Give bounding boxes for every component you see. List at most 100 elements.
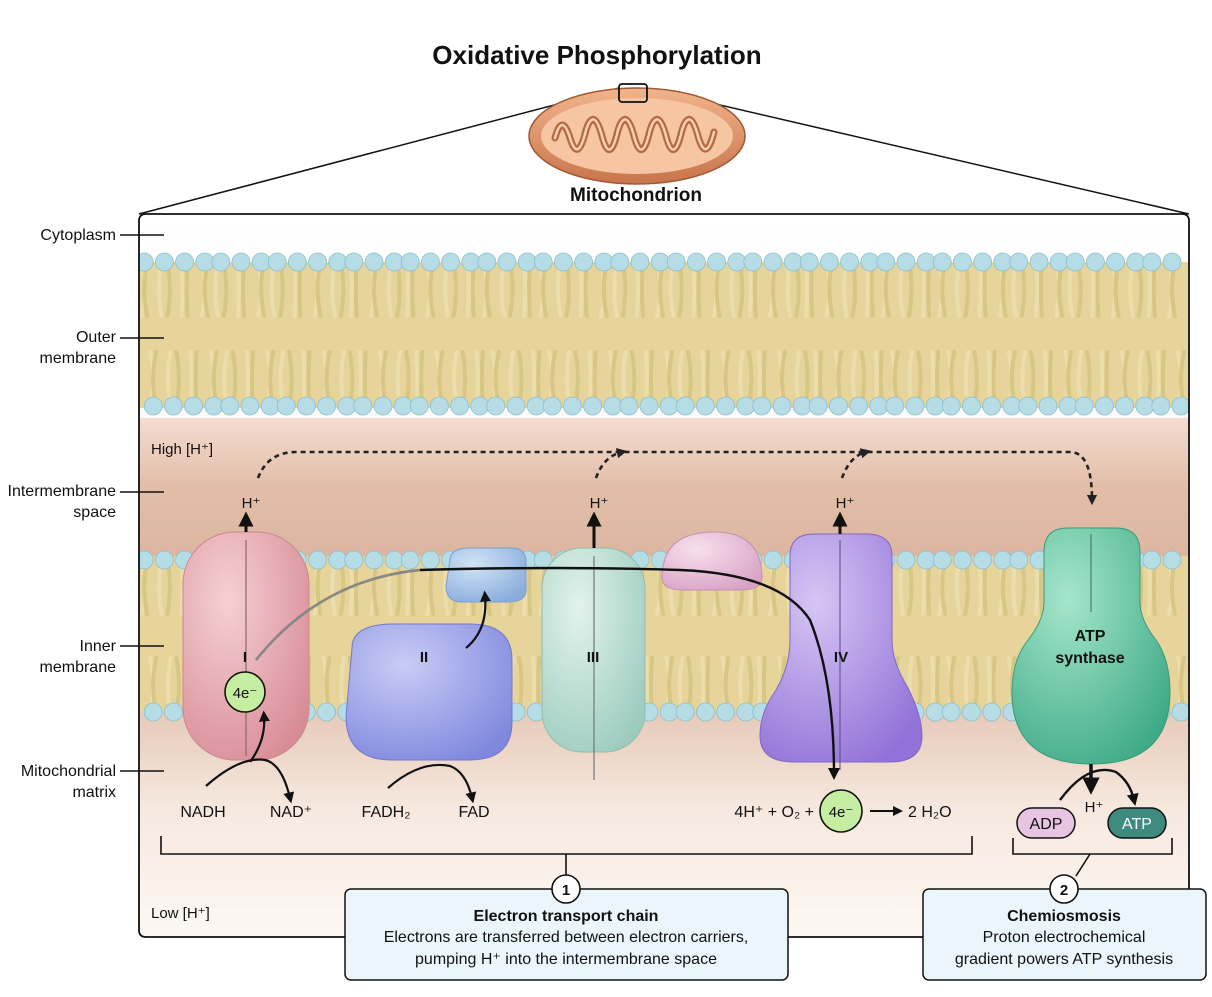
nad-label: NAD⁺ [270,804,312,821]
lipid-head [296,396,316,416]
zoom-box [618,83,648,103]
label-matrix-1: Mitochondrial [21,763,116,780]
lipid-head [1142,550,1162,570]
lipid-head [916,550,936,570]
lipid-head [429,396,449,416]
lipid-head [982,702,1001,722]
lipid-head [344,550,364,570]
lipid-head [962,702,981,722]
zoom-line-left [138,87,620,215]
callout-2-line-1: Proton electrochemical [983,929,1146,946]
complex-iv-label: IV [834,649,848,666]
lipid-head [1018,396,1038,416]
lipid-head [1162,550,1182,570]
lipid-head [840,252,859,272]
lipid-head [925,396,945,416]
lipid-head [1065,252,1085,272]
lipid-head [337,396,357,416]
lipid-head [829,396,848,416]
lipid-head [639,396,659,416]
lipid-head [1038,396,1058,416]
lipid-head [743,252,763,272]
lipid-head [707,252,726,272]
outer-membrane-bilayer [139,252,1189,416]
lipid-head [231,252,251,272]
lipid-head [393,396,413,416]
lipid-head [204,396,224,416]
adp-to-atp-arrow [1059,768,1139,806]
lipid-head [1115,396,1134,416]
fadh2-label: FADH₂ [362,804,411,821]
lipid-head [533,252,553,272]
lipid-head [384,252,404,272]
lipid-head [139,550,154,570]
proton-gradient-dashed-flow [256,450,1098,506]
lipid-head [1095,396,1114,416]
lipid-head [619,396,639,416]
lipid-head [876,252,896,272]
mitochondrion-label: Mitochondrion [570,185,702,206]
lipid-head [328,252,348,272]
lipid-head [1151,396,1171,416]
fad-label: FAD [458,804,489,821]
callout-1-title: Electron transport chain [474,908,659,925]
lipid-head [973,550,992,570]
lipid-head [799,252,819,272]
proton-label-i: H⁺ [242,495,261,512]
lipid-head [896,252,916,272]
lipid-head [941,396,961,416]
lipid-head [287,252,307,272]
lipid-head [276,396,296,416]
lipid-head [752,396,772,416]
lipid-head [1029,252,1049,272]
water-label: 2 H₂O [908,804,952,821]
lipid-head [736,702,756,722]
complex-ii-label: II [420,649,428,666]
chemiosmosis-bracket [1012,838,1173,855]
lipid-head [353,396,373,416]
lipid-head [792,396,812,416]
label-inner-membrane-1: Inner [80,638,117,655]
lipid-head [953,252,972,272]
lipid-head [650,252,670,272]
lipid-head [184,396,204,416]
lipid-head [240,396,260,416]
lipid-head [736,396,756,416]
lipid-head [373,396,393,416]
lipid-head [420,550,440,570]
lipid-head [916,252,936,272]
lipid-head [716,396,735,416]
lipid-head [1074,396,1094,416]
lipid-head [849,396,868,416]
high-proton-label: High [H⁺] [151,441,213,458]
lipid-head [267,252,287,272]
low-proton-label: Low [H⁺] [151,905,210,922]
lipid-head [1106,252,1125,272]
proton-label-iv: H⁺ [836,495,855,512]
lipid-head [1142,252,1162,272]
lipid-head [925,702,945,722]
lipid-head [687,252,706,272]
lipid-head [1086,252,1105,272]
lipid-head [163,702,183,722]
lipid-head [409,396,429,416]
lipid-head [808,396,828,416]
callout-2-number: 2 [1060,882,1068,899]
lipid-head [675,702,695,722]
atp-synthase-label-2: synthase [1055,650,1124,667]
callout-2-line-2: gradient powers ATP synthesis [955,951,1173,968]
lipid-head [317,702,337,722]
lipid-head [163,396,183,416]
lipid-head [154,252,174,272]
lipid-head [139,252,154,272]
lipid-head [716,702,735,722]
label-intermembrane-1: Intermembrane [8,483,117,500]
label-matrix-2: matrix [72,784,116,801]
complex-iii-label: III [587,649,600,666]
zoom-line-right [646,87,1190,215]
lipid-head [594,252,614,272]
lipid-head [486,396,506,416]
lipid-head [932,252,952,272]
